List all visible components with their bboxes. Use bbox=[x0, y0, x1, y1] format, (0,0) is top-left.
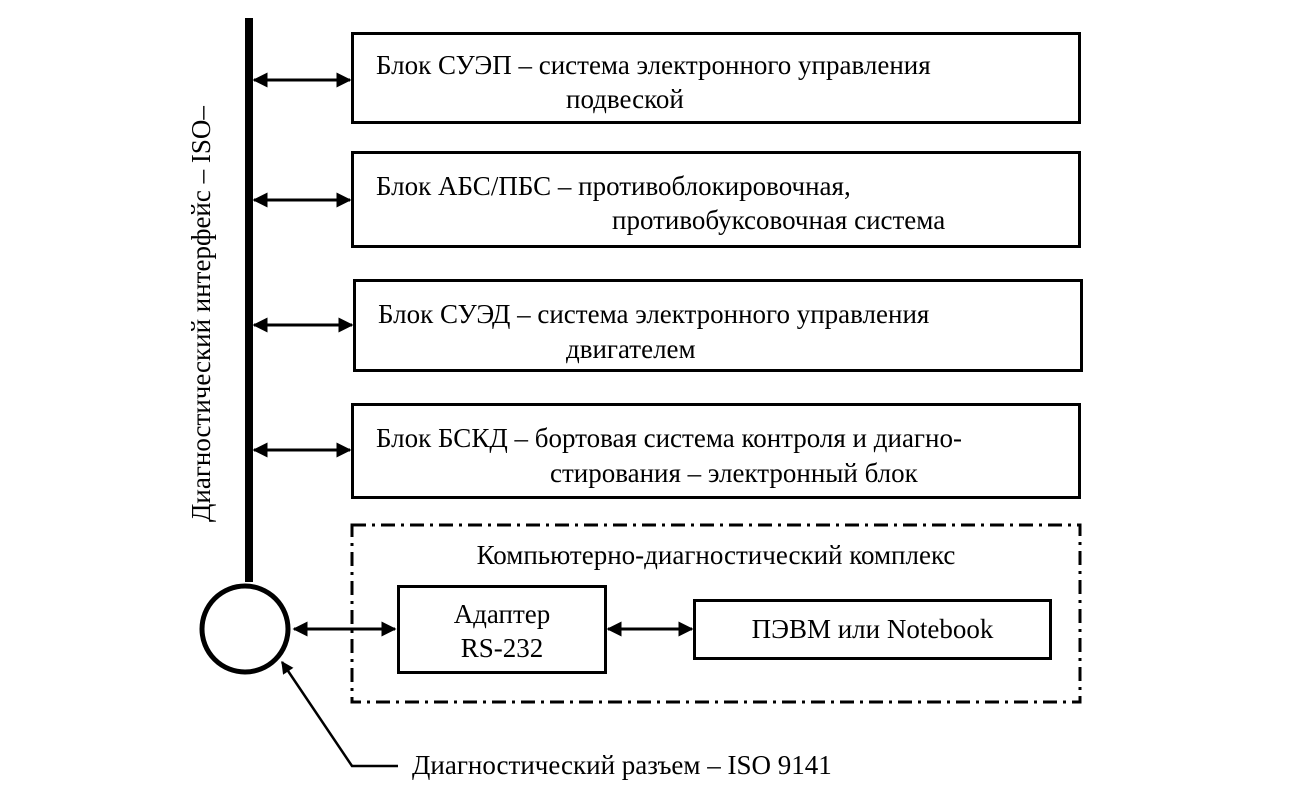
block-abs bbox=[351, 151, 1081, 248]
block-abs-line2: противобуксовочная система bbox=[612, 205, 946, 235]
block-sueep-line1: Блок СУЭП – система электронного управле… bbox=[376, 50, 931, 80]
block-bskd bbox=[351, 403, 1081, 499]
block-sued bbox=[353, 279, 1083, 372]
block-bskd-line2: стирования – электронный блок bbox=[550, 458, 918, 488]
block-sued-line2: двигателем bbox=[566, 334, 696, 364]
adapter-line1: Адаптер bbox=[453, 599, 551, 629]
block-bskd-line1: Блок БСКД – бортовая система контроля и … bbox=[376, 423, 962, 453]
adapter-box bbox=[397, 585, 607, 674]
connector-label: Диагностический разъем – ISO 9141 bbox=[412, 750, 832, 780]
complex-title: Компьютерно-диагностический комплекс bbox=[476, 540, 956, 570]
block-abs-line1: Блок АБС/ПБС – противоблокировочная, bbox=[376, 171, 851, 201]
block-sued-line1: Блок СУЭД – система электронного управле… bbox=[378, 299, 930, 329]
adapter-line2: RS-232 bbox=[460, 633, 544, 663]
block-sueep-line2: подвеской bbox=[566, 84, 684, 114]
bus-label: Диагностический интерфейс – ISO– bbox=[186, 106, 216, 522]
pc-label: ПЭВМ или Notebook bbox=[751, 614, 994, 644]
connector-leader-line bbox=[280, 660, 398, 768]
connector-circle bbox=[199, 583, 291, 675]
block-sueep bbox=[351, 32, 1081, 124]
complex-border bbox=[350, 523, 1082, 704]
pc-box bbox=[693, 599, 1052, 660]
